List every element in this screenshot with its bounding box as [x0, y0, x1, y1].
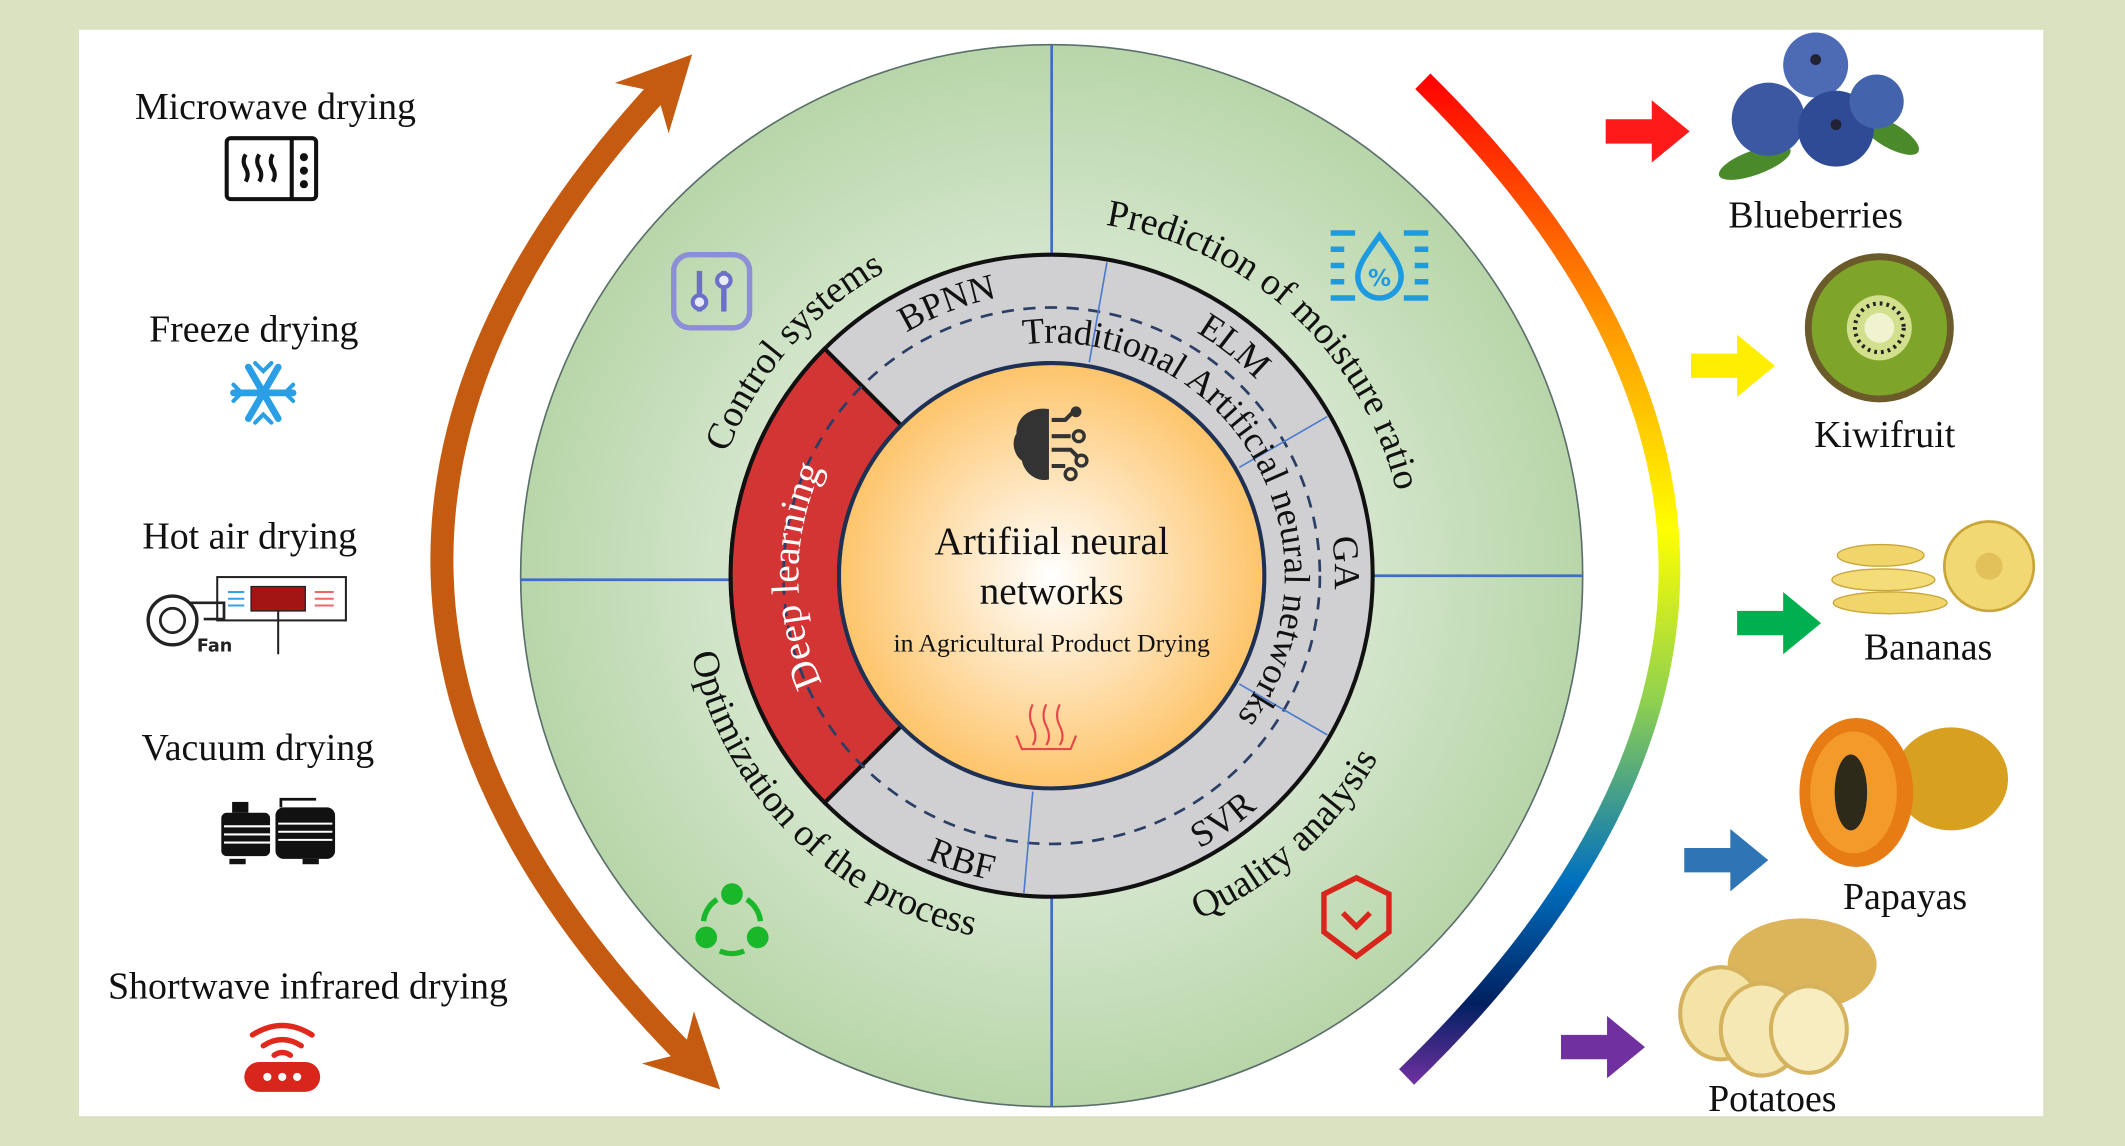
brain-circuit-icon [1013, 406, 1089, 482]
ring-divider [1238, 415, 1328, 469]
moisture-percent-icon: % [1330, 230, 1429, 301]
dashed-ring [782, 306, 1322, 846]
infrared-emitter-icon [244, 1022, 321, 1092]
method-infrared-label: Shortwave infrared drying [108, 965, 508, 1007]
product-blueberries-label: Blueberries [1728, 195, 1903, 237]
product-papayas-label: Papayas [1843, 876, 1967, 918]
rainbow-gradient-arc [1399, 73, 1681, 1085]
ring-divider [1023, 791, 1034, 893]
product-potatoes-label: Potatoes [1708, 1078, 1836, 1120]
blueberries-image [1718, 32, 1919, 180]
ring-divider [1238, 683, 1328, 736]
arrow-potatoes [1560, 1015, 1645, 1079]
product-kiwifruit-label: Kiwifruit [1814, 414, 1956, 456]
center-title-line1: Artifiial neural [934, 520, 1168, 563]
central-wheel: Artifiial neural networks in Agricultura… [519, 43, 1584, 1108]
potatoes-image [1678, 918, 1877, 1078]
arrow-bananas [1737, 591, 1822, 655]
method-hot-air-label: Hot air drying [142, 516, 357, 558]
arrow-blueberries [1605, 100, 1690, 163]
papayas-image [1799, 717, 2009, 867]
ring-dividers [1023, 262, 1328, 893]
fan-label: Fan [197, 637, 232, 657]
kiwifruit-image [1804, 253, 1954, 403]
cycle-arrow [430, 54, 721, 1090]
method-freeze-label: Freeze drying [149, 308, 358, 350]
recycle-nodes-icon [695, 883, 769, 957]
drying-methods: Microwave drying Freeze drying Hot air d… [108, 86, 508, 1092]
vacuum-pump-icon [221, 797, 336, 865]
method-microwave-label: Microwave drying [135, 86, 416, 128]
product-bananas-label: Bananas [1864, 627, 1992, 669]
arrow-kiwifruit [1691, 334, 1776, 397]
center-subtitle: in Agricultural Product Drying [893, 629, 1210, 658]
steam-heat-icon [1015, 703, 1078, 751]
microwave-icon [224, 136, 319, 202]
svg-text:%: % [1368, 266, 1391, 292]
arrow-papayas [1684, 829, 1769, 892]
products: Blueberries Kiwifruit Bananas Papayas [1560, 32, 2036, 1120]
quality-shield-icon [1321, 874, 1392, 960]
center-core [836, 361, 1267, 791]
center-title-line2: networks [980, 570, 1124, 613]
snowflake-icon [230, 361, 297, 425]
hot-air-dryer-icon: Fan [146, 576, 347, 657]
ring-divider [1088, 262, 1108, 363]
method-vacuum-label: Vacuum drying [142, 727, 375, 769]
control-sliders-icon [671, 251, 753, 331]
bananas-image [1831, 520, 2036, 615]
